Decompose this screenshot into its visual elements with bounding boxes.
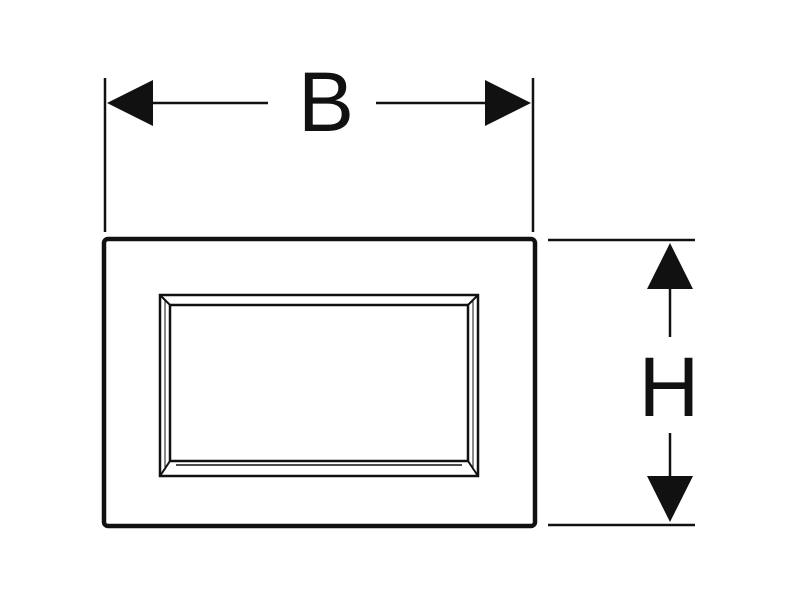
- height-label: H: [639, 340, 700, 434]
- width-label: B: [298, 55, 354, 149]
- arrow-down-icon: [647, 476, 693, 522]
- outer-plate: [101, 236, 538, 529]
- arrow-up-icon: [647, 243, 693, 289]
- width-dimension: B: [103, 55, 535, 232]
- inner-button: [158, 293, 480, 478]
- height-dimension: H: [548, 238, 700, 527]
- arrow-left-icon: [107, 80, 153, 126]
- inner-button-outer-edge: [158, 293, 480, 478]
- inner-button-inner-edge: [168, 303, 470, 463]
- arrow-right-icon: [485, 80, 531, 126]
